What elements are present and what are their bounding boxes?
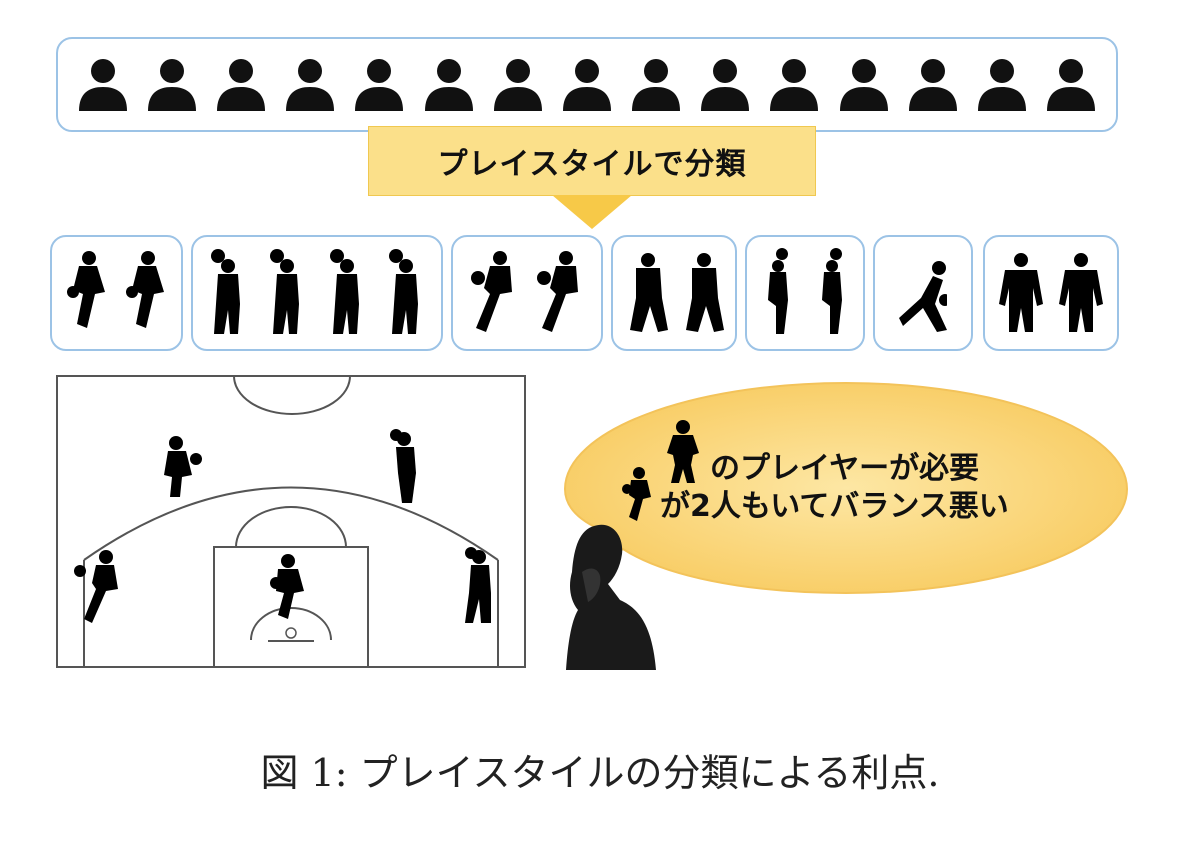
player-silhouette-icon	[126, 251, 164, 328]
thinking-person-icon	[566, 524, 656, 670]
playstyle-group-6	[873, 235, 973, 351]
playstyle-group-2	[191, 235, 443, 351]
bubble-player-icon-2	[622, 467, 651, 521]
player-silhouette-icon	[388, 249, 418, 334]
player-silhouette-icon	[329, 249, 359, 334]
basketball-court	[56, 375, 526, 668]
person-icon	[355, 58, 404, 111]
playstyle-group-7	[983, 235, 1119, 351]
playstyle-group-4	[611, 235, 737, 351]
playstyle-group-3	[451, 235, 603, 351]
person-icon	[770, 58, 819, 111]
bubble-player-icon-1	[667, 420, 699, 483]
player-silhouette-icon	[686, 253, 725, 332]
player-silhouette-icon	[999, 253, 1043, 332]
person-icon	[1047, 58, 1096, 111]
player-silhouette-icon	[67, 251, 105, 328]
person-icon	[978, 58, 1027, 111]
playstyle-group-1	[50, 235, 183, 351]
playstyle-group-5	[745, 235, 865, 351]
player-silhouette-icon	[1059, 253, 1103, 332]
person-icon	[839, 58, 888, 111]
player-silhouette-icon	[899, 261, 947, 332]
person-icon	[701, 58, 750, 111]
bubble-line-1: のプレイヤーが必要	[710, 451, 980, 486]
person-icon	[216, 58, 265, 111]
player-silhouette-icon	[822, 248, 843, 334]
player-silhouette-icon	[767, 248, 788, 334]
speech-bubble	[563, 381, 1129, 595]
banner-label: プレイスタイルで分類	[437, 147, 747, 182]
player-silhouette-icon	[270, 249, 300, 334]
person-icon	[562, 58, 611, 111]
person-icon	[632, 58, 681, 111]
bubble-text: のプレイヤーが必要 が2人もいてバランス悪い	[660, 450, 1009, 526]
player-silhouette-icon	[629, 253, 668, 332]
court-players	[74, 429, 491, 623]
down-arrow-icon	[552, 195, 632, 229]
person-icon	[424, 58, 473, 111]
person-icon	[493, 58, 542, 111]
player-silhouette-icon	[536, 251, 578, 332]
person-icon	[78, 58, 127, 111]
person-icon	[908, 58, 957, 111]
bubble-line-2: が2人もいてバランス悪い	[660, 489, 1009, 524]
classify-banner: プレイスタイルで分類	[368, 126, 816, 196]
figure-caption: 図 1: プレイスタイルの分類による利点.	[260, 751, 940, 795]
player-silhouette-icon	[471, 251, 513, 332]
player-silhouette-icon	[211, 249, 241, 334]
person-icon	[147, 58, 196, 111]
player-pool-box	[56, 37, 1118, 132]
person-icon	[286, 58, 335, 111]
